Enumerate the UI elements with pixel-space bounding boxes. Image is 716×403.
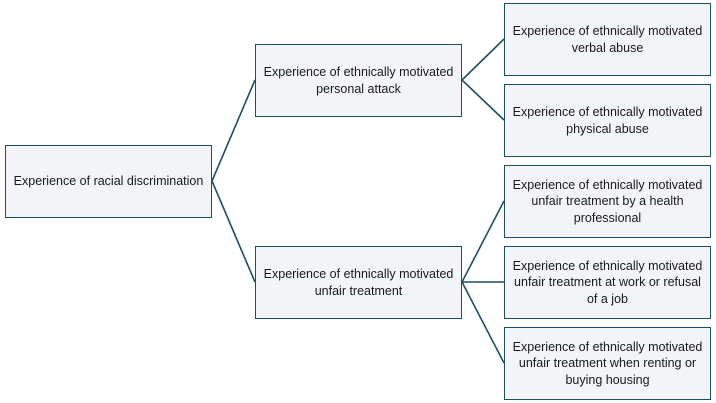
node-work-or-job: Experience of ethnically motivated unfai… <box>504 246 711 319</box>
node-personal-attack: Experience of ethnically motivated perso… <box>255 44 462 117</box>
node-label: Experience of ethnically motivated unfai… <box>512 259 703 306</box>
node-unfair-treatment: Experience of ethnically motivated unfai… <box>255 246 462 319</box>
node-health-professional: Experience of ethnically motivated unfai… <box>504 165 711 238</box>
connector-unfair-treatment-to-housing <box>461 281 505 364</box>
node-racial-discrimination: Experience of racial discrimination <box>5 145 212 218</box>
node-label: Experience of ethnically motivated verba… <box>512 24 703 55</box>
node-label: Experience of ethnically motivated unfai… <box>263 267 454 298</box>
node-physical-abuse: Experience of ethnically motivated physi… <box>504 84 711 157</box>
node-label: Experience of racial discrimination <box>13 174 204 189</box>
node-housing: Experience of ethnically motivated unfai… <box>504 327 711 400</box>
node-label: Experience of ethnically motivated unfai… <box>512 178 703 225</box>
node-label: Experience of ethnically motivated physi… <box>512 105 703 136</box>
connector-root-to-unfair-treatment <box>211 180 256 283</box>
connector-root-to-personal-attack <box>211 79 256 182</box>
connector-personal-attack-to-physical-abuse <box>461 79 505 121</box>
node-label: Experience of ethnically motivated unfai… <box>512 340 703 387</box>
node-verbal-abuse: Experience of ethnically motivated verba… <box>504 3 711 76</box>
connector-unfair-treatment-to-health-professional <box>461 200 505 283</box>
connector-personal-attack-to-verbal-abuse <box>461 38 505 81</box>
node-label: Experience of ethnically motivated perso… <box>263 65 454 96</box>
